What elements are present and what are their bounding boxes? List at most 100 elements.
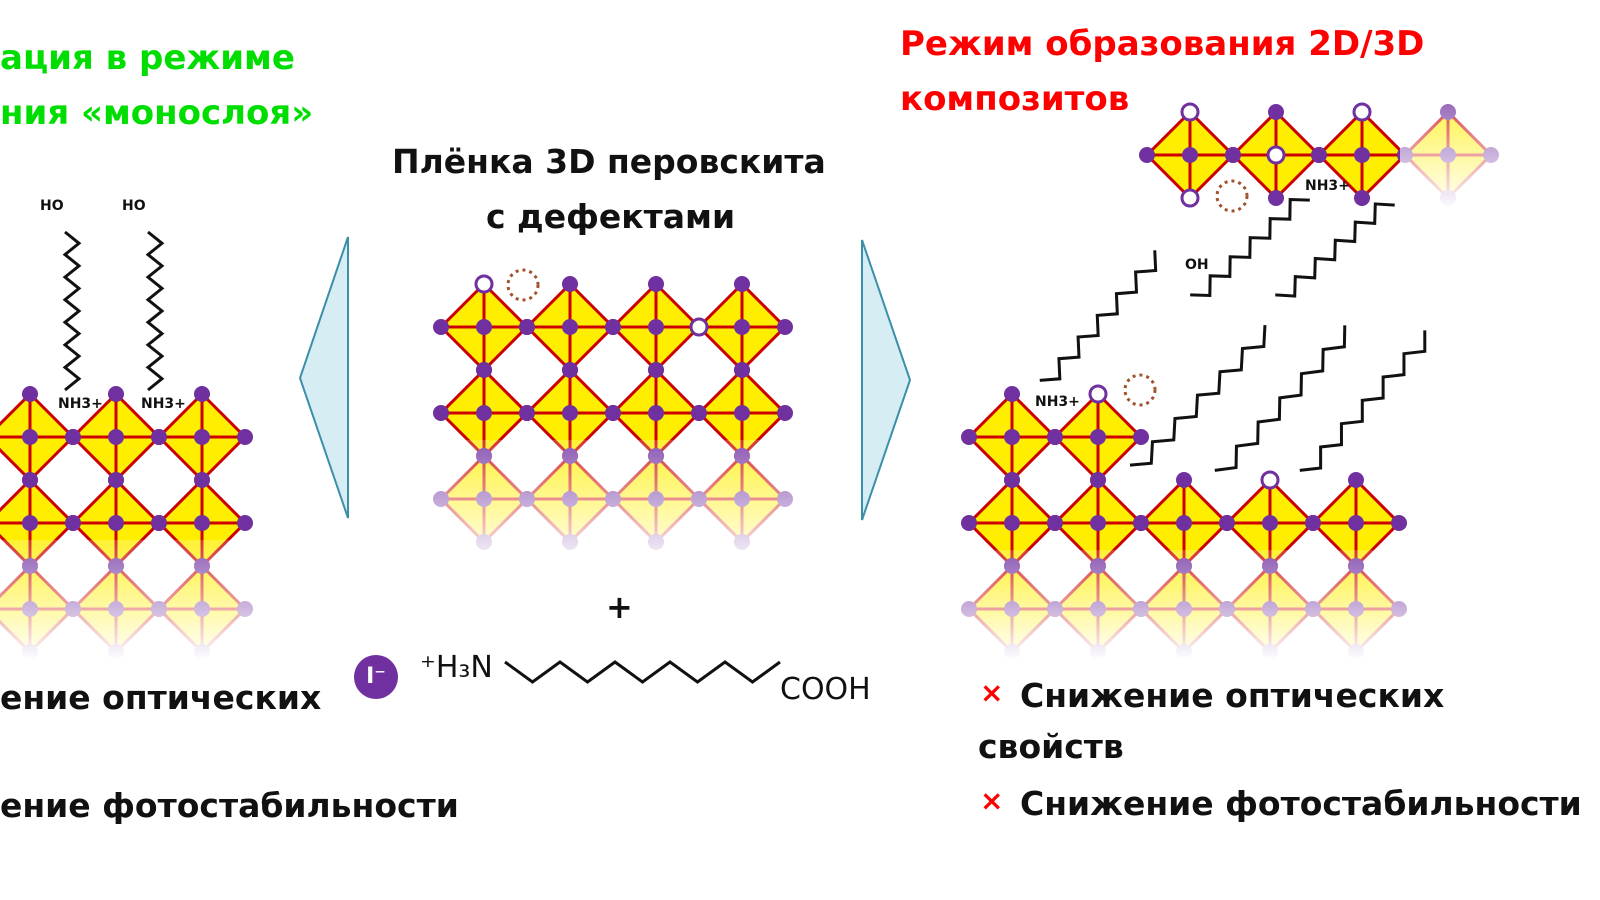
right-nh3-label: NH3+ [1035,394,1080,410]
right-oh-label: OH [1185,257,1209,273]
iodide-node [237,515,253,531]
iodide-node [1133,429,1149,445]
cross-icon: × [980,676,1004,709]
iodide-node [562,319,578,335]
iodide-node [22,472,38,488]
left-title-line2: ния «монослоя» [0,93,314,133]
iodide-node [1004,429,1020,445]
iodide-node [1047,515,1063,531]
iodide-node [605,319,621,335]
iodide-node [1090,515,1106,531]
iodide-node [562,276,578,292]
iodide-node [1354,190,1370,206]
iodide-node [605,405,621,421]
iodide-vacancy [1352,102,1372,122]
iodide-node [1004,515,1020,531]
iodide-node [734,405,750,421]
ligand-chain [1039,250,1158,382]
iodide-node [1176,472,1192,488]
iodide-node [194,429,210,445]
iodide-node [1391,515,1407,531]
iodide-node [1225,147,1241,163]
lattice-fade [420,440,830,570]
iodide-node [22,429,38,445]
left-ho-label-2: HO [122,198,146,214]
right-bullet-2: Снижение фотостабильности [1020,784,1582,823]
ligand-chain [62,230,82,392]
carboxyl-group: COOH [780,672,871,707]
iodide-node [562,405,578,421]
ligand-chain [1190,197,1310,298]
iodide-node [734,319,750,335]
center-title-line1: Плёнка 3D перовскита [392,142,826,181]
right-bullet-1-line1: Снижение оптических [1020,676,1445,715]
left-ho-label-1: HO [40,198,64,214]
left-bullet-1: ение оптических [0,678,322,717]
iodide-vacancy [1088,384,1108,404]
iodide-node [961,429,977,445]
iodide-node [1268,190,1284,206]
iodide-vacancy [474,274,494,294]
iodide-ion: I⁻ [354,655,398,699]
iodide-node [1004,386,1020,402]
arrow [298,236,349,519]
iodide-node [1219,515,1235,531]
iodide-vacancy [1180,102,1200,122]
iodide-node [1348,515,1364,531]
iodide-node [194,472,210,488]
iodide-node [65,515,81,531]
iodide-node [194,515,210,531]
iodide-node [476,319,492,335]
iodide-node [108,429,124,445]
ligand-chain [1214,325,1347,472]
iodide-node [237,429,253,445]
iodide-node [519,319,535,335]
iodide-node [1182,147,1198,163]
left-bullet-2: ение фотостабильности [0,786,459,825]
iodide-node [961,515,977,531]
iodide-node [1268,104,1284,120]
ligand-chain [1129,325,1267,467]
iodide-node [777,405,793,421]
iodide-node [519,405,535,421]
left-nh3-label-1: NH3+ [58,396,103,412]
right-title-line1: Режим образования 2D/3D [900,24,1425,64]
vacancy-defect [506,268,540,302]
lattice-fade [1400,90,1600,210]
iodide-node [433,319,449,335]
ligand-chain [145,230,165,392]
cross-icon: × [980,784,1004,817]
iodide-node [151,429,167,445]
lattice-fade [0,540,290,660]
iodide-node [65,429,81,445]
iodide-vacancy [689,317,709,337]
iodide-node [1348,472,1364,488]
iodide-node [22,386,38,402]
iodide-node [734,276,750,292]
left-nh3-label-2: NH3+ [141,396,186,412]
iodide-node [433,405,449,421]
center-title-line2: с дефектами [486,197,736,236]
vacancy-defect [1123,373,1157,407]
aminoacid-chain [504,660,781,684]
iodide-vacancy [1180,188,1200,208]
iodide-vacancy [1260,470,1280,490]
ligand-chain [1275,202,1395,298]
iodide-node [194,386,210,402]
iodide-node [648,405,664,421]
iodide-node [691,405,707,421]
left-title-line1: ация в режиме [0,38,295,78]
ligand-chain [1299,330,1427,472]
iodide-node [562,362,578,378]
iodide-node [1311,147,1327,163]
amine-group: ⁺H₃N [420,650,493,685]
vacancy-defect [1215,179,1249,213]
iodide-node [1139,147,1155,163]
iodide-node [1004,472,1020,488]
iodide-node [777,319,793,335]
iodide-node [22,515,38,531]
iodide-node [151,515,167,531]
iodide-node [734,362,750,378]
iodide-node [1305,515,1321,531]
